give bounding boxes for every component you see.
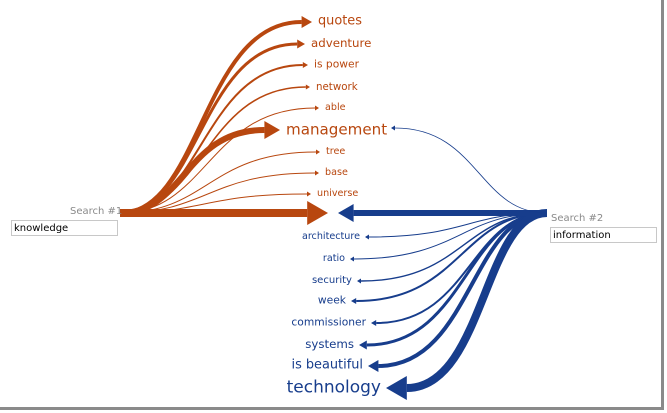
link-search1-2 <box>119 62 308 214</box>
term-security[interactable]: security <box>311 274 352 286</box>
search1-input[interactable] <box>11 220 118 236</box>
term-management[interactable]: management <box>286 120 388 139</box>
term-universe[interactable]: universe <box>317 188 359 200</box>
search2-label: Search #2 <box>551 213 604 224</box>
link-search1-4-arrowhead <box>315 105 319 111</box>
link-search2-management <box>391 125 548 214</box>
term-systems[interactable]: systems <box>305 337 354 352</box>
link-search1-6-arrowhead <box>316 149 320 155</box>
term-adventure[interactable]: adventure <box>311 36 372 51</box>
link-search2-shared-arrowhead <box>338 204 354 222</box>
link-search2-shared <box>338 204 547 222</box>
link-search2-management-arrowhead <box>391 125 395 131</box>
link-search1-shared-arrowhead <box>307 201 328 225</box>
link-search1-7-arrowhead <box>315 170 319 176</box>
term-architecture[interactable]: architecture <box>301 231 360 243</box>
link-search2-2-arrowhead <box>357 278 361 284</box>
link-search1-shared <box>120 201 328 225</box>
link-search1-3-arrowhead <box>305 84 310 90</box>
link-search2-4-arrowhead <box>371 320 377 326</box>
link-search2-7 <box>386 209 548 400</box>
term-able[interactable]: able <box>325 102 346 114</box>
search1-label: Search #1 <box>70 206 123 217</box>
term-technology[interactable]: technology <box>286 377 381 398</box>
link-search1-5-arrowhead <box>264 121 280 139</box>
link-search2-7-line <box>406 209 548 392</box>
term-week[interactable]: week <box>317 293 346 307</box>
term-commissioner[interactable]: commissioner <box>291 315 366 329</box>
link-search2-3 <box>351 212 548 304</box>
link-search2-3-line <box>356 212 548 302</box>
term-base[interactable]: base <box>325 167 348 179</box>
link-search1-0-line <box>119 20 302 215</box>
link-search2-1-arrowhead <box>350 256 354 262</box>
link-search2-6-arrowhead <box>368 360 379 372</box>
link-search1-0-arrowhead <box>301 16 312 28</box>
link-search2-5-arrowhead <box>359 340 367 350</box>
link-search2-7-arrowhead <box>386 376 407 400</box>
link-search1-1-arrowhead <box>297 39 305 49</box>
term-quotes[interactable]: quotes <box>318 13 362 29</box>
link-search1-8-arrowhead <box>307 191 311 197</box>
term-network[interactable]: network <box>316 80 358 93</box>
search2-input[interactable] <box>550 227 657 243</box>
term-is-beautiful[interactable]: is beautiful <box>291 357 363 373</box>
link-search2-management-line <box>394 127 548 214</box>
link-search2-0-arrowhead <box>365 234 369 240</box>
term-is-power[interactable]: is power <box>314 57 359 71</box>
link-search1-2-arrowhead <box>302 62 308 68</box>
term-ratio[interactable]: ratio <box>322 253 345 265</box>
link-search2-5-line <box>366 211 548 347</box>
term-tree[interactable]: tree <box>326 146 346 158</box>
link-search2-3-arrowhead <box>351 298 357 304</box>
link-search1-2-line <box>119 64 303 214</box>
